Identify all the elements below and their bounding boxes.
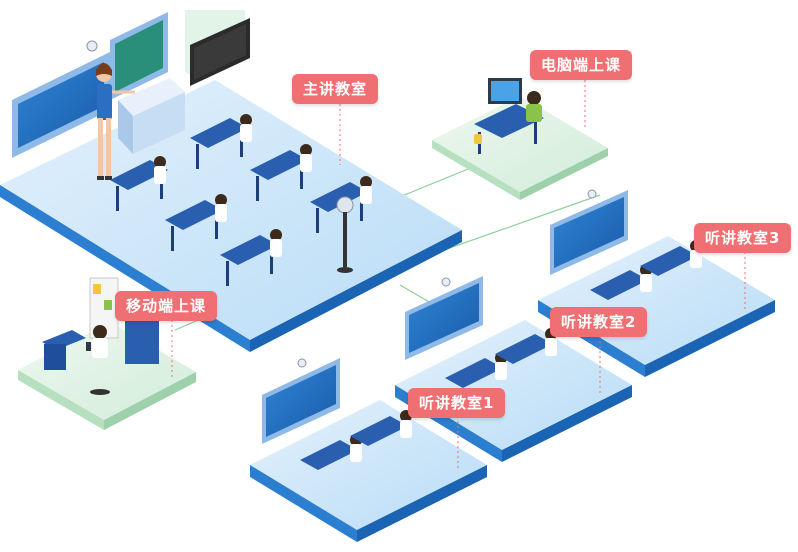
listen-classroom-1-platform <box>250 358 487 542</box>
tag-leader-lines <box>171 80 746 470</box>
label-listen-classroom-1: 听讲教室1 <box>408 388 506 418</box>
main-classroom-desks <box>110 114 372 286</box>
camera-icon <box>336 196 354 273</box>
laptop-icon <box>474 78 544 154</box>
mobile-class-platform <box>18 277 196 430</box>
label-listen-classroom-3: 听讲教室3 <box>694 223 792 253</box>
label-mobile-class: 移动端上课 <box>115 291 218 321</box>
main-classroom-platform <box>0 10 462 352</box>
label-main-classroom: 主讲教室 <box>292 74 379 104</box>
label-listen-classroom-2: 听讲教室2 <box>550 307 648 337</box>
pc-class-platform <box>432 78 608 200</box>
listen-classroom-3-platform <box>538 189 775 377</box>
phone-icon <box>42 325 110 395</box>
teacher-figure <box>96 63 135 180</box>
label-pc-class: 电脑端上课 <box>530 50 633 80</box>
